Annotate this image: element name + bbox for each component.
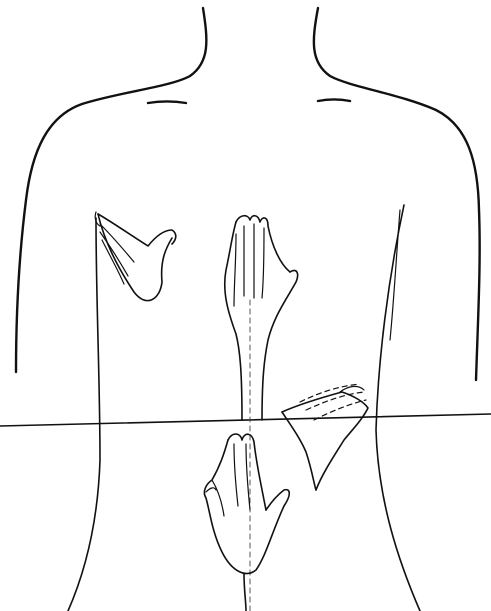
hand-upper-center [225,216,298,420]
left-scapula-mark [148,102,186,104]
torso-right-side [376,205,420,611]
torso-outline [16,8,480,611]
lower-wrist-line [244,574,246,611]
horizontal-reference-line [0,414,491,426]
right-scapula-mark [318,100,350,102]
hand-lower-center [204,434,289,573]
hand-upper-left [95,212,176,301]
torso-left-side [68,218,100,611]
hand-lower-right [282,384,368,490]
torso-left-contour [16,8,206,372]
torso-right-contour [314,8,480,380]
